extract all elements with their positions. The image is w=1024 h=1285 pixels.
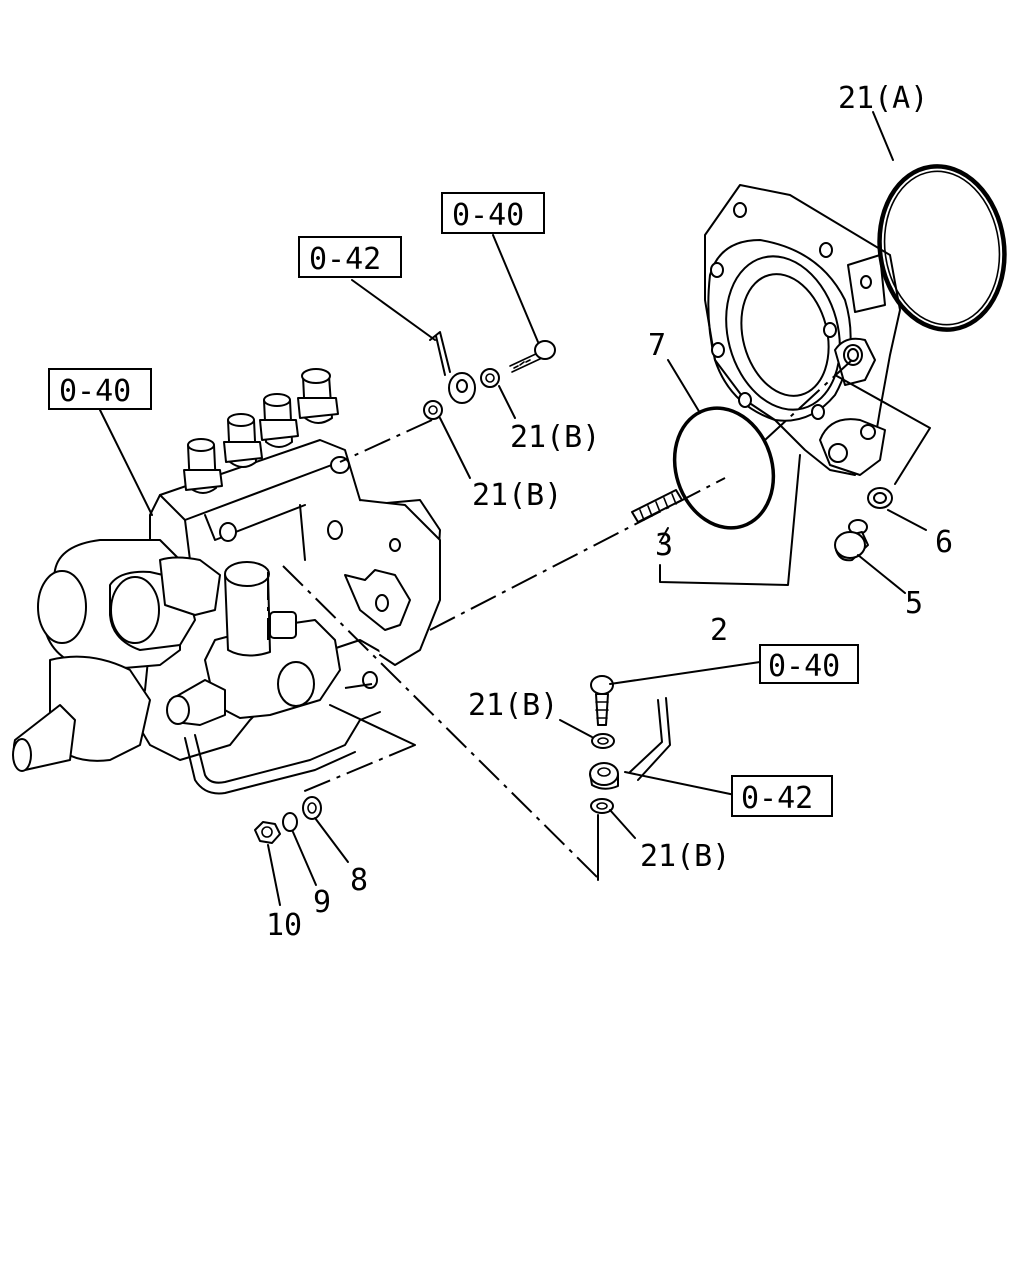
callout-10: 10 [266, 908, 302, 943]
ref-label: 0-42 [741, 781, 813, 816]
callout-2: 2 [710, 613, 728, 648]
nut-10 [254, 821, 281, 844]
callout-21b-b: 21(B) [472, 478, 562, 513]
ref-label: 0-40 [59, 374, 131, 409]
banjo-bolt-top [509, 340, 556, 373]
gasket-21a [877, 164, 1007, 332]
ref-box-042-right[interactable]: 0-42 [731, 775, 833, 817]
ref-box-040-left[interactable]: 0-40 [48, 368, 152, 410]
ref-box-042-top[interactable]: 0-42 [298, 236, 402, 278]
ref-label: 0-40 [768, 649, 840, 684]
callout-7: 7 [648, 328, 666, 363]
banjo-fitting-lower [589, 697, 671, 790]
washer-21b-top-a [480, 368, 500, 388]
callout-8: 8 [350, 863, 368, 898]
ref-label: 0-40 [452, 198, 524, 233]
callout-3: 3 [655, 528, 673, 563]
delivery-valve-holder [223, 413, 263, 468]
callout-21b-d: 21(B) [640, 839, 730, 874]
callout-5: 5 [905, 586, 923, 621]
washer-6 [867, 487, 893, 509]
callout-21b-c: 21(B) [468, 688, 558, 723]
washer-21b-lower-b [590, 798, 614, 814]
ref-label: 0-42 [309, 242, 381, 277]
spring-washer-9 [282, 812, 298, 832]
ref-box-040-top[interactable]: 0-40 [441, 192, 545, 234]
plug-5 [834, 519, 869, 562]
delivery-valve-holder [259, 393, 299, 448]
washer-21b-top-b [423, 400, 443, 420]
o-ring-7 [672, 406, 776, 530]
delivery-valve-holder [183, 438, 223, 494]
washer-21b-lower-a [591, 733, 615, 749]
stud-3 [631, 489, 683, 523]
banjo-bolt-lower [590, 675, 614, 726]
callout-9: 9 [313, 885, 331, 920]
assembly-lines [267, 359, 853, 881]
washer-8 [302, 796, 322, 820]
callout-21b-a: 21(B) [510, 420, 600, 455]
delivery-valve-holder [297, 368, 339, 424]
callout-21a: 21(A) [838, 81, 928, 116]
banjo-fitting-top [429, 331, 476, 404]
leader-lines [99, 111, 931, 906]
timer-housing [704, 184, 901, 476]
injection-pump [12, 368, 441, 795]
ref-box-040-right[interactable]: 0-40 [759, 644, 859, 684]
callout-6: 6 [935, 525, 953, 560]
